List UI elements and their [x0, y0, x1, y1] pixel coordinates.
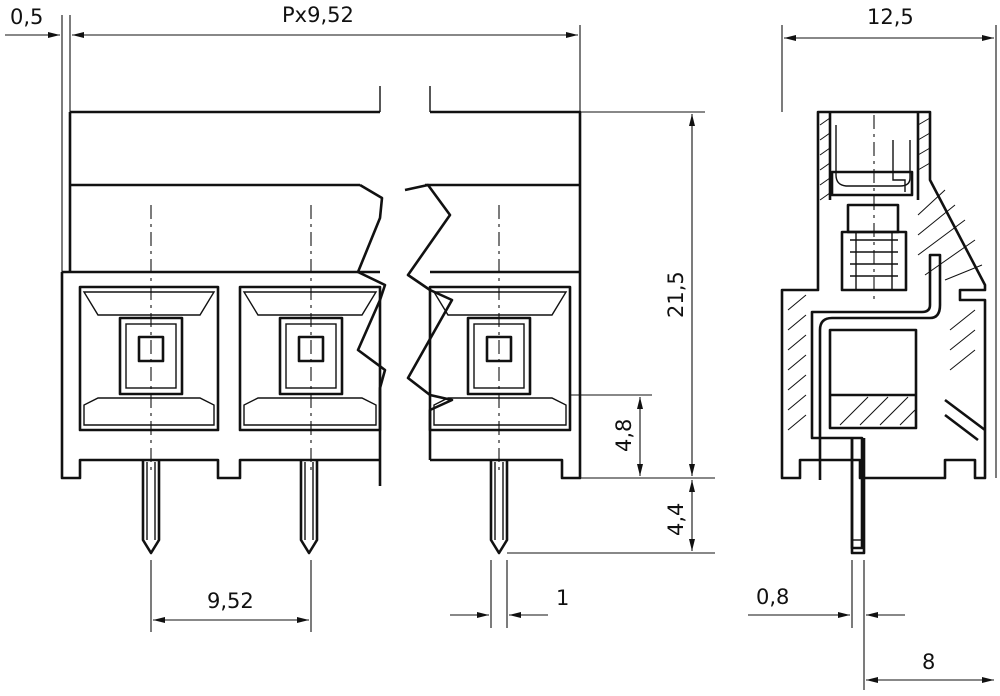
front-dimensions: 0,5 Px9,52 9,52 1 21,5 4,8 4,4	[5, 3, 715, 632]
pin-1	[141, 460, 161, 555]
side-view	[780, 110, 987, 555]
dim-height-label: 21,5	[664, 271, 688, 318]
dim-pitch-label: 9,52	[207, 589, 254, 613]
screw-head	[830, 170, 914, 197]
clamp-cage	[828, 328, 918, 430]
front-lower-body	[60, 270, 582, 480]
dim-width-label: Px9,52	[282, 3, 354, 27]
bent-contact	[810, 253, 942, 550]
dim-side-width-label: 12,5	[867, 5, 914, 29]
dim-pin-length-label: 4,4	[664, 503, 688, 536]
front-view	[60, 86, 582, 555]
terminal-cell-3	[428, 285, 572, 432]
pin-2	[299, 460, 319, 555]
front-top-block-right	[425, 110, 582, 272]
terminal-cell-2	[238, 285, 382, 432]
dim-level-label: 4,8	[612, 419, 636, 452]
side-pin	[850, 438, 866, 555]
pin-3	[489, 460, 509, 555]
front-top-block-left	[68, 110, 380, 272]
break-zigzag-left	[356, 183, 387, 486]
section-hatching	[787, 117, 983, 431]
terminal-cell-1	[78, 285, 220, 432]
dim-pin-width-label: 1	[556, 586, 569, 610]
side-dimensions: 12,5 0,8 8	[748, 5, 997, 690]
dim-pin-offset-label: 8	[922, 650, 935, 674]
break-zigzag-right	[404, 183, 454, 460]
dim-pin-thickness-label: 0,8	[756, 585, 789, 609]
side-housing-outline	[780, 110, 987, 480]
dim-offset-label: 0,5	[10, 5, 43, 29]
